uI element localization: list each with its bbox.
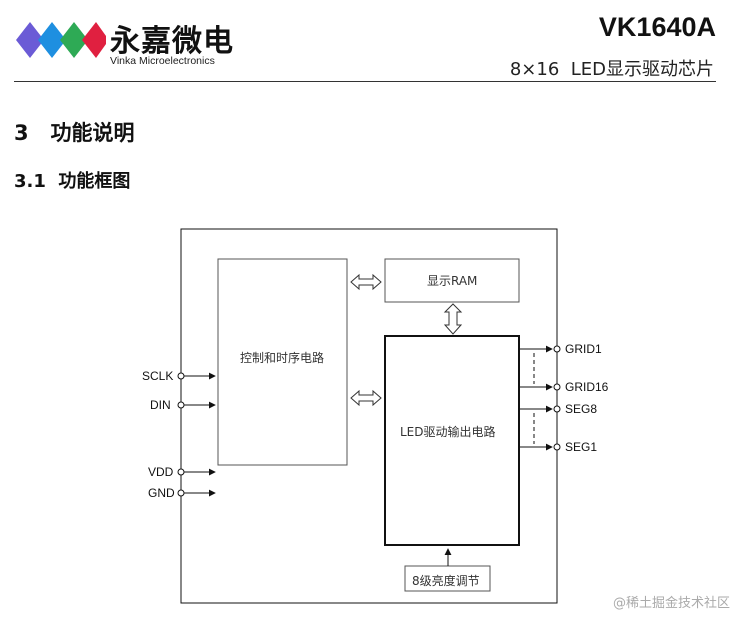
pin-label-grid16: GRID16: [565, 380, 609, 394]
pin-seg8-dot: [553, 405, 561, 413]
pin-label-grid1: GRID1: [565, 342, 602, 356]
control-block-label: 控制和时序电路: [240, 351, 325, 365]
pin-seg1-dot: [553, 443, 561, 451]
display-ram-block: [384, 258, 520, 303]
control-driver-double-arrow: [350, 389, 382, 407]
chip-model: VK1640A: [598, 12, 716, 42]
chip-description: 8×16 LED显示驱动芯片: [509, 59, 714, 80]
header-divider: [14, 81, 716, 82]
control-ram-double-arrow: [350, 273, 382, 291]
pin-sclk-dot: [177, 372, 185, 380]
pin-label-seg8: SEG8: [565, 402, 598, 416]
led-driver-block: [384, 335, 520, 546]
company-name-en: Vinka Microelectronics: [110, 55, 215, 67]
pin-gnd-dot: [177, 489, 185, 497]
logo-diamond-red: [82, 22, 106, 58]
pin-din-dot: [177, 401, 185, 409]
pin-grid16-dot: [553, 383, 561, 391]
driver-block-label: LED驱动输出电路: [400, 425, 496, 439]
control-timing-block: [217, 258, 348, 466]
vinka-logo-icon: [16, 22, 106, 58]
pin-label-sclk: SCLK: [142, 369, 174, 383]
pin-vdd-dot: [177, 468, 185, 476]
ram-driver-double-arrow: [443, 303, 463, 335]
pin-label-seg1: SEG1: [565, 440, 598, 454]
section-heading: 3 功能说明: [14, 121, 135, 145]
chip-outline: [180, 228, 558, 604]
watermark: @稀土掘金技术社区: [612, 596, 730, 611]
ram-block-label: 显示RAM: [427, 274, 478, 288]
company-name-cn: 永嘉微电: [110, 24, 234, 59]
brightness-block-label: 8级亮度调节: [412, 574, 480, 588]
logo-diamond-green: [60, 22, 88, 58]
pin-label-gnd: GND: [148, 486, 175, 500]
pin-grid1-dot: [553, 345, 561, 353]
subsection-heading: 3.1 功能框图: [14, 171, 131, 192]
logo-diamond-blue: [38, 22, 66, 58]
pin-label-vdd: VDD: [148, 465, 174, 479]
pin-label-din: DIN: [150, 398, 171, 412]
logo-diamond-purple: [16, 22, 44, 58]
